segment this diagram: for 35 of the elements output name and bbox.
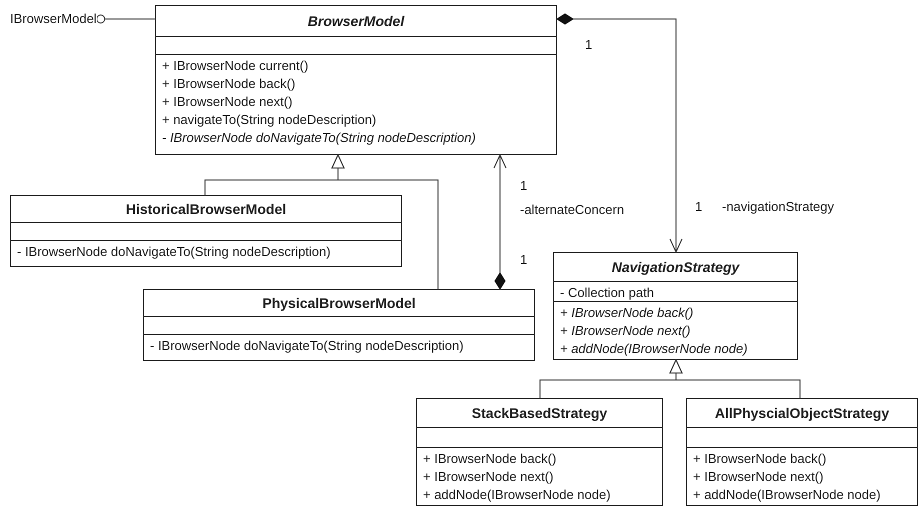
method: + IBrowserNode back() [423,450,558,468]
method: + IBrowserNode next() [560,322,692,340]
class-box [10,195,402,267]
inheritance-arrow [670,360,800,398]
method: - IBrowserNode doNavigateTo(String nodeDescription) [150,337,465,355]
class-box [155,5,557,155]
method: + addNode(IBrowserNode node) [693,486,882,504]
class-name: HistoricalBrowserModel [126,201,286,217]
method: + IBrowserNode next() [423,468,554,486]
method: + IBrowserNode back() [162,75,296,93]
method: - IBrowserNode doNavigateTo(String nodeDescription) [162,129,477,147]
class-name: StackBasedStrategy [472,405,608,421]
method: + addNode(IBrowserNode node) [560,340,749,358]
inheritance-arrow [332,154,438,290]
composition-arrow [494,154,506,290]
method: + IBrowserNode current() [162,57,310,75]
method: + IBrowserNode back() [560,304,694,322]
class-box [553,252,798,360]
method: - IBrowserNode doNavigateTo(String nodeDescription) [17,243,332,261]
class-box [686,398,918,506]
method: + IBrowserNode back() [693,450,828,468]
class-name: BrowserModel [308,13,404,29]
attribute: - Collection path [560,284,655,302]
method: + IBrowserNode next() [162,93,294,111]
edge-label: -navigationStrategy [722,199,834,215]
class-name: PhysicalBrowserModel [262,295,416,311]
method: + IBrowserNode next() [693,468,824,486]
class-name: NavigationStrategy [612,259,740,275]
composition-arrow [556,14,682,252]
interface-connector [96,14,156,24]
method: + addNode(IBrowserNode node) [423,486,612,504]
class-name: AllPhyscialObjectStrategy [714,405,890,421]
class-box [416,398,663,506]
class-box [143,289,535,361]
method: + navigateTo(String nodeDescription) [162,111,378,129]
